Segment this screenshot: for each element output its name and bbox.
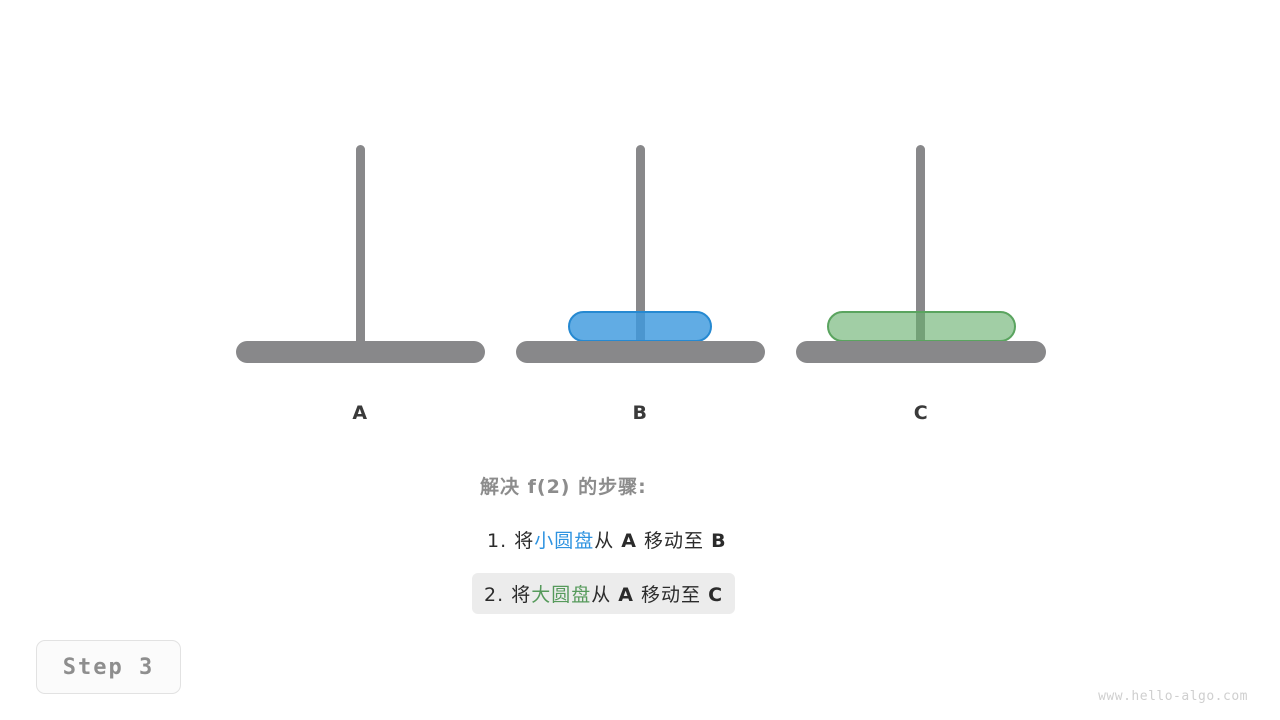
small-disk xyxy=(568,311,712,342)
peg-b-label: B xyxy=(632,402,648,424)
step-1-move-word: 移动至 xyxy=(644,530,705,552)
large-disk xyxy=(827,311,1016,342)
step-1-number: 1. xyxy=(487,530,508,552)
step-badge-label: Step 3 xyxy=(62,654,155,680)
step-2-move-word: 移动至 xyxy=(641,584,702,606)
peg-a-label: A xyxy=(352,402,368,424)
step-1-to-peg: B xyxy=(711,530,727,552)
peg-c-label: C xyxy=(913,402,929,424)
step-2-to-peg: C xyxy=(708,584,724,606)
peg-a-pole xyxy=(356,145,365,350)
peg-b-pole xyxy=(636,145,645,350)
step-1-object: 小圆盘 xyxy=(534,530,595,552)
peg-b-base xyxy=(516,341,765,363)
step-1-from-peg: A xyxy=(621,530,637,552)
step-2-number: 2. xyxy=(484,584,505,606)
step-2-from-word: 从 xyxy=(591,584,612,606)
step-1-from-word: 从 xyxy=(594,530,615,552)
step-1-verb: 将 xyxy=(514,530,535,552)
step-line-2: 2. 将大圆盘从 A 移动至 C xyxy=(472,573,736,614)
step-2-object: 大圆盘 xyxy=(531,584,592,606)
caption-heading: 解决 f(2) 的步骤: xyxy=(480,476,647,498)
step-2-from-peg: A xyxy=(618,584,634,606)
peg-c-base xyxy=(796,341,1046,363)
peg-a-base xyxy=(236,341,485,363)
step-2-verb: 将 xyxy=(511,584,532,606)
watermark: www.hello-algo.com xyxy=(1098,689,1248,704)
step-line-1: 1. 将小圆盘从 A 移动至 B xyxy=(475,519,739,560)
peg-c-pole xyxy=(916,145,925,350)
step-badge: Step 3 xyxy=(36,640,181,694)
